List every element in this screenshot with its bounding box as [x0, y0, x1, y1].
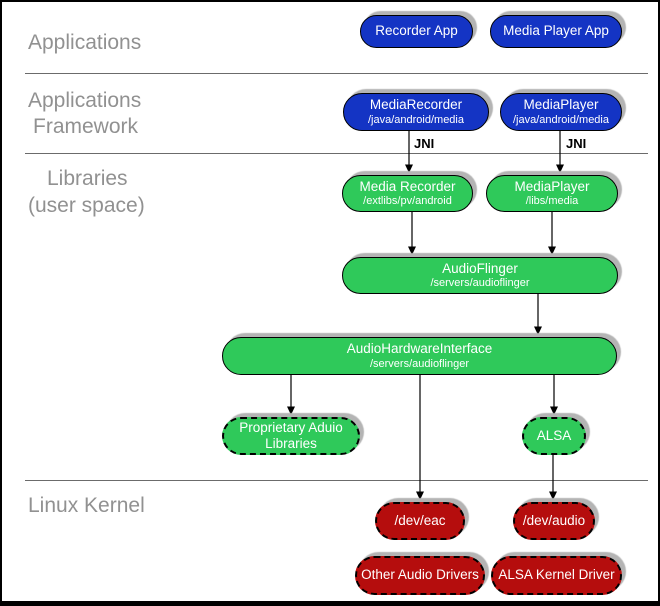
layer-label-applications: Applications	[28, 31, 142, 54]
node-audiohardwareinterface: AudioHardwareInterface /servers/audiofli…	[222, 337, 617, 375]
layer-label-framework-line1: Applications	[28, 89, 142, 112]
jni-label: JNI	[566, 136, 587, 151]
node-subtitle: Libraries	[265, 436, 317, 451]
node-subtitle: /servers/audioflinger	[430, 277, 530, 290]
node-alsa: ALSA	[522, 417, 586, 455]
node-proprietary-audio-libraries: Proprietary Aduio Libraries	[222, 417, 360, 455]
node-other-audio-drivers: Other Audio Drivers	[355, 556, 485, 595]
node-title: /dev/eac	[394, 512, 446, 528]
layer-label-framework-line2: Framework	[33, 115, 139, 138]
layer-divider	[25, 480, 648, 481]
node-title: /dev/audio	[522, 512, 586, 528]
node-subtitle: /java/android/media	[367, 113, 464, 126]
node-media-recorder-lib: Media Recorder /extlibs/pv/android	[342, 175, 473, 212]
node-subtitle: /java/android/media	[512, 113, 609, 126]
node-subtitle: /extlibs/pv/android	[363, 195, 452, 208]
node-title: Other Audio Drivers	[361, 567, 479, 583]
node-alsa-kernel-driver: ALSA Kernel Driver	[491, 556, 622, 595]
node-title: MediaPlayer	[514, 178, 590, 194]
node-title: MediaPlayer	[523, 97, 599, 113]
node-title: MediaRecorder	[369, 97, 463, 113]
layer-label-linux-kernel: Linux Kernel	[28, 494, 145, 517]
node-dev-eac: /dev/eac	[375, 502, 465, 540]
node-media-player-app: Media Player App	[490, 15, 622, 48]
node-title: ALSA	[536, 427, 572, 443]
node-title: Media Recorder	[359, 178, 456, 194]
node-mediaplayer-framework: MediaPlayer /java/android/media	[500, 93, 622, 131]
jni-label: JNI	[414, 136, 435, 151]
node-title: Proprietary Aduio	[239, 419, 343, 435]
node-title: Media Player App	[503, 23, 609, 39]
node-title: Recorder App	[375, 23, 458, 39]
node-dev-audio: /dev/audio	[513, 502, 595, 540]
node-title: AudioHardwareInterface	[346, 341, 493, 357]
node-recorder-app: Recorder App	[360, 15, 473, 48]
node-mediarecorder-framework: MediaRecorder /java/android/media	[343, 93, 489, 131]
node-subtitle: /servers/audioflinger	[369, 357, 470, 370]
node-title: ALSA Kernel Driver	[498, 567, 615, 583]
layer-label-libraries-line1: Libraries	[47, 167, 128, 190]
layer-divider	[25, 73, 648, 74]
node-audioflinger: AudioFlinger /servers/audioflinger	[342, 257, 618, 294]
node-mediaplayer-lib: MediaPlayer /libs/media	[486, 175, 618, 212]
node-title: AudioFlinger	[442, 260, 518, 276]
node-subtitle: /libs/media	[525, 195, 579, 208]
layer-label-libraries-line2: (user space)	[28, 194, 145, 217]
layer-divider	[25, 153, 648, 154]
